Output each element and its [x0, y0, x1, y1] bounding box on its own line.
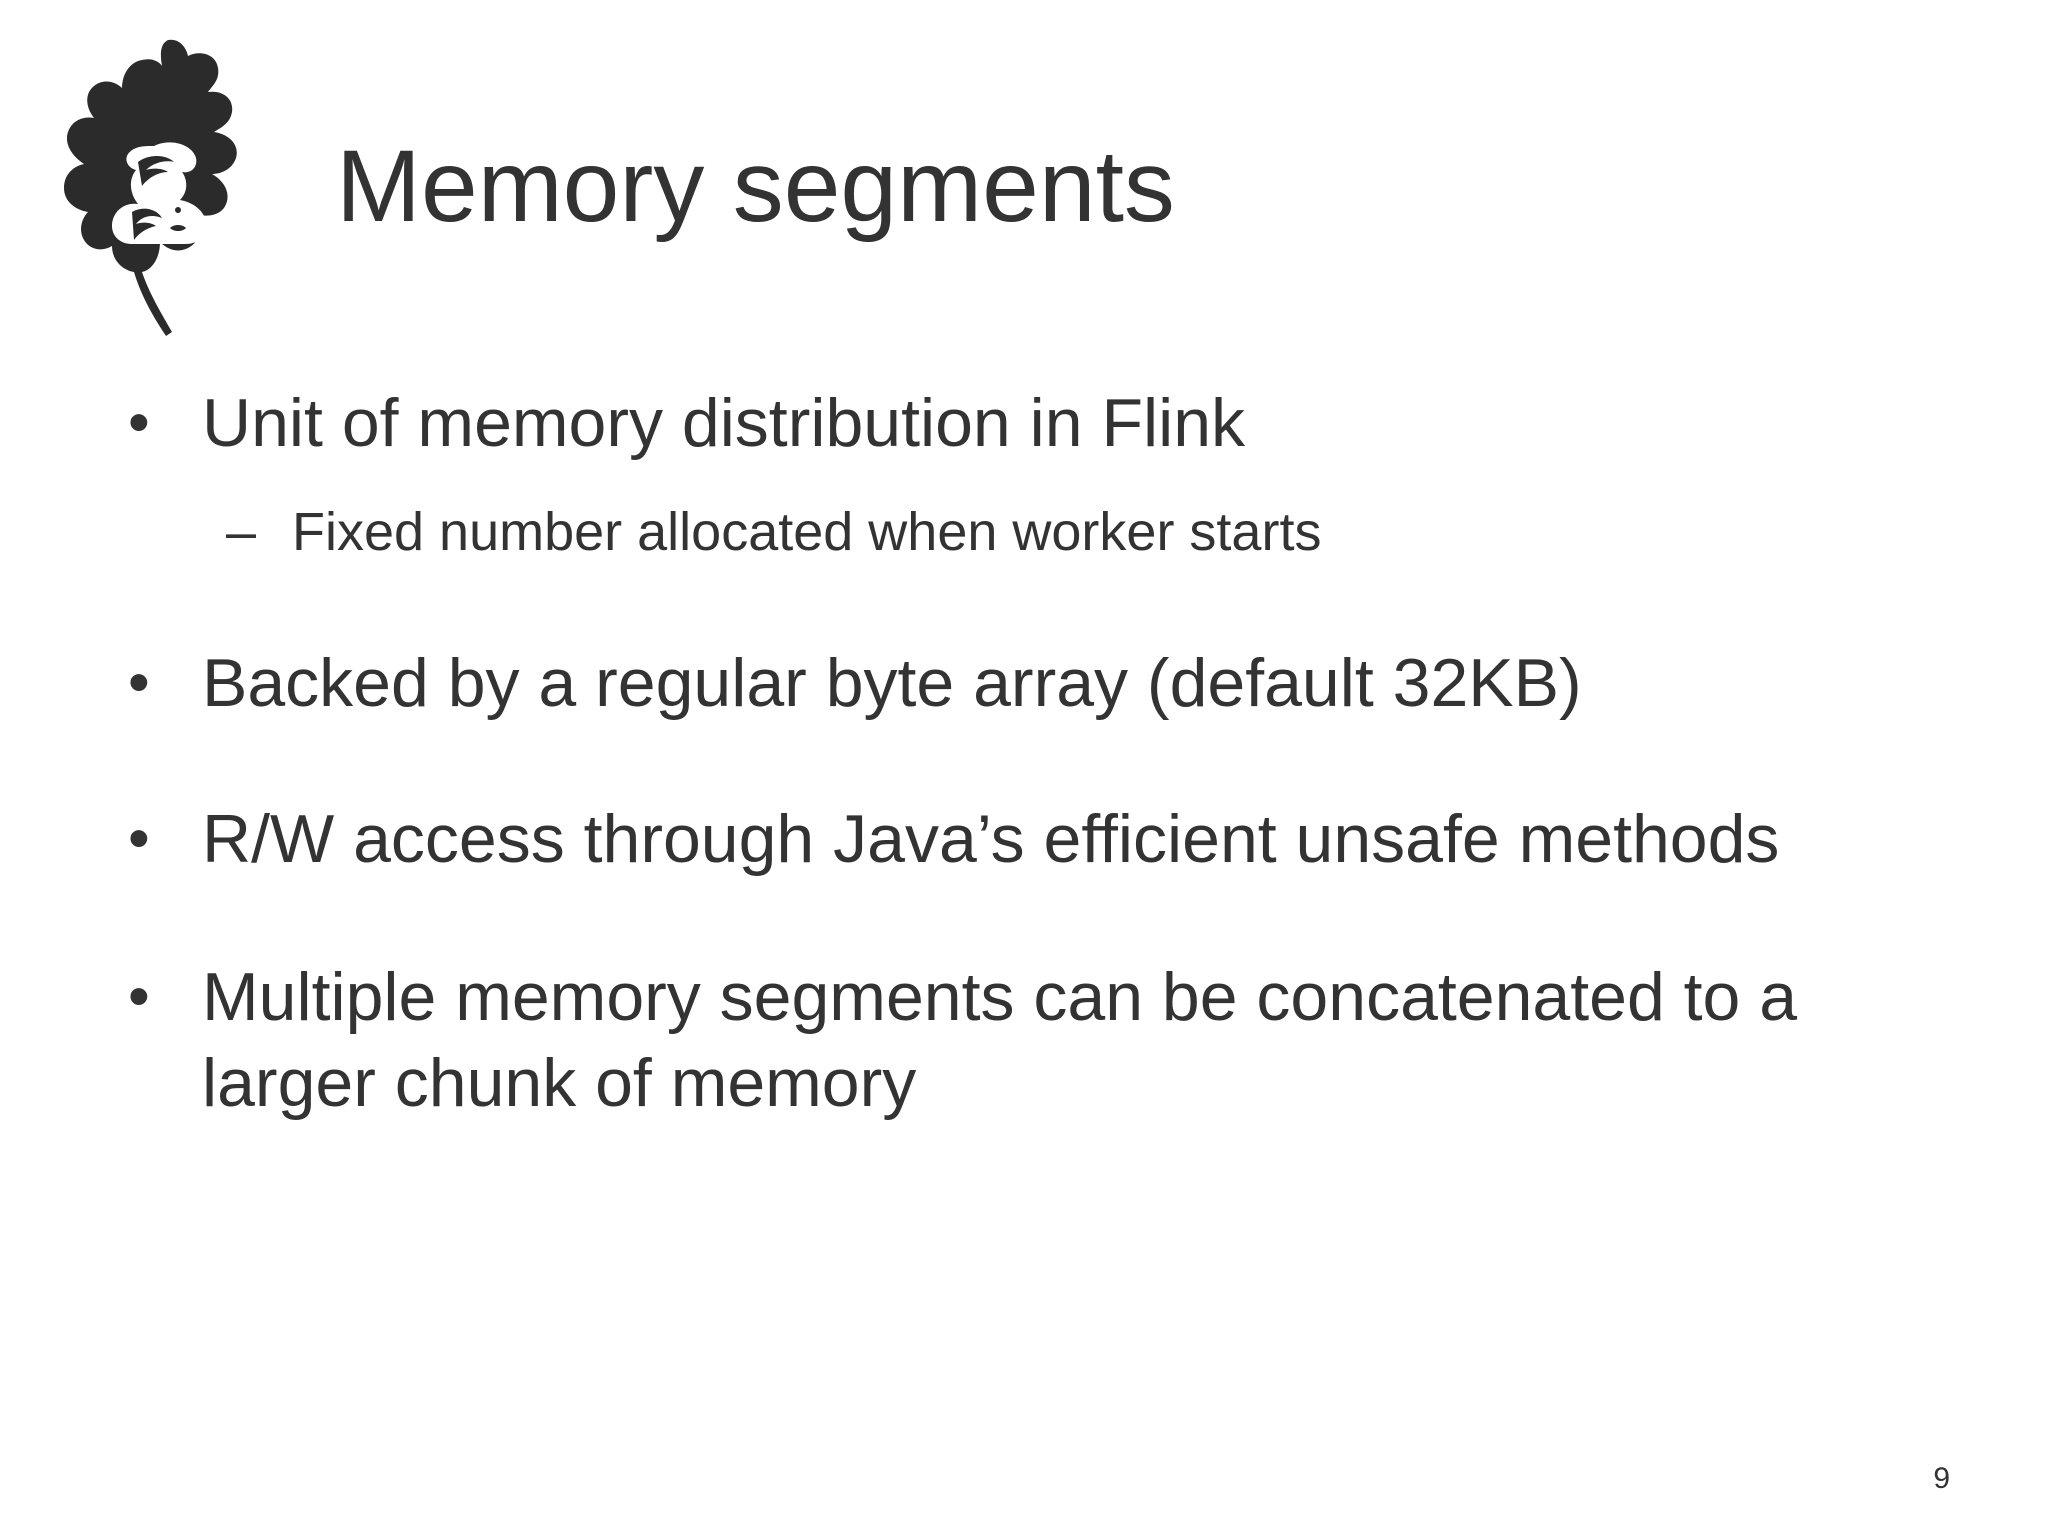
- bullet-item: • Unit of memory distribution in Flink: [128, 380, 1922, 466]
- flink-squirrel-leaf-logo-icon: [50, 36, 272, 342]
- bullet-text: Multiple memory segments can be concaten…: [202, 959, 1798, 1121]
- sub-bullet-item: – Fixed number allocated when worker sta…: [226, 498, 1322, 566]
- bullet-text: Unit of memory distribution in Flink: [202, 385, 1246, 461]
- bullet-marker: •: [128, 962, 150, 1031]
- bullet-marker: •: [128, 648, 150, 717]
- sub-bullet-marker: –: [226, 502, 257, 562]
- bullet-text: R/W access through Java’s efficient unsa…: [202, 801, 1780, 877]
- bullet-item: • Multiple memory segments can be concat…: [128, 954, 1922, 1126]
- page-number: 9: [1933, 1462, 1950, 1495]
- bullet-text: Backed by a regular byte array (default …: [202, 645, 1582, 721]
- bullet-item: • R/W access through Java’s efficient un…: [128, 796, 1922, 882]
- slide-title: Memory segments: [336, 129, 1175, 243]
- bullet-item: • Backed by a regular byte array (defaul…: [128, 640, 1922, 726]
- bullet-marker: •: [128, 388, 150, 457]
- bullet-marker: •: [128, 804, 150, 873]
- sub-bullet-text: Fixed number allocated when worker start…: [292, 502, 1322, 562]
